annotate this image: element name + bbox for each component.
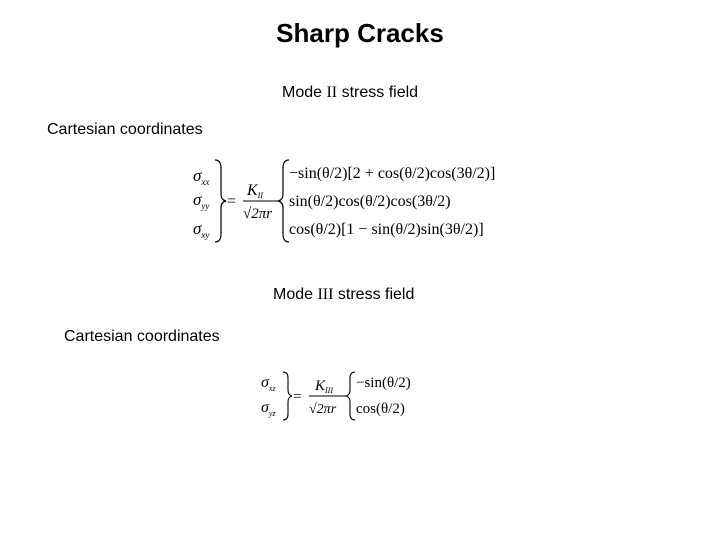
mode-ii-sigma-xy: σxy [193,219,209,240]
mode-iii-row-1: −sin(θ/2) [356,375,411,391]
mode-ii-heading-prefix: Mode [282,84,327,101]
mode-iii-factor-denominator: √2πr [309,402,337,417]
mode-ii-rhs-brace [277,159,290,243]
mode-ii-factor-numerator: KII [246,182,263,200]
mode-iii-heading-prefix: Mode [273,286,318,303]
mode-ii-numeral: II [326,84,338,101]
mode-ii-equals: = [227,193,236,210]
mode-ii-coords-label: Cartesian coordinates [47,121,203,138]
mode-iii-numeral: III [317,286,334,303]
mode-ii-factor-denominator: √2πr [243,206,272,222]
mode-iii-row-2: cos(θ/2) [356,401,405,417]
mode-ii-row-1: −sin(θ/2)[2 + cos(θ/2)cos(3θ/2)] [289,165,495,182]
mode-ii-sigma-yy: σyy [193,190,209,211]
mode-ii-heading-suffix: stress field [337,84,419,101]
mode-iii-sigma-xz: σxz [261,374,276,393]
mode-iii-equation: σxz σyz = KIII √2πr −sin(θ/2) cos(θ/2) [261,371,411,421]
mode-iii-factor-numerator: KIII [314,378,333,395]
mode-iii-equals: = [293,389,301,405]
mode-ii-heading: Mode II stress field [282,84,418,102]
mode-ii-sigma-xx: σxx [193,166,209,187]
mode-iii-heading-suffix: stress field [333,286,415,303]
mode-iii-lhs-brace [282,371,293,421]
mode-iii-coords-label: Cartesian coordinates [64,328,220,345]
mode-iii-rhs-brace [345,371,356,421]
mode-ii-equation: σxx σyy σxy = KII √2πr −sin(θ/2)[2 + cos… [193,159,495,243]
mode-iii-heading: Mode III stress field [273,286,414,304]
mode-ii-row-2: sin(θ/2)cos(θ/2)cos(3θ/2) [289,193,451,210]
mode-iii-sigma-yz: σyz [261,399,276,418]
mode-ii-lhs-brace [214,159,227,243]
mode-ii-row-3: cos(θ/2)[1 − sin(θ/2)sin(3θ/2)] [289,221,484,238]
slide-title: Sharp Cracks [276,18,444,48]
